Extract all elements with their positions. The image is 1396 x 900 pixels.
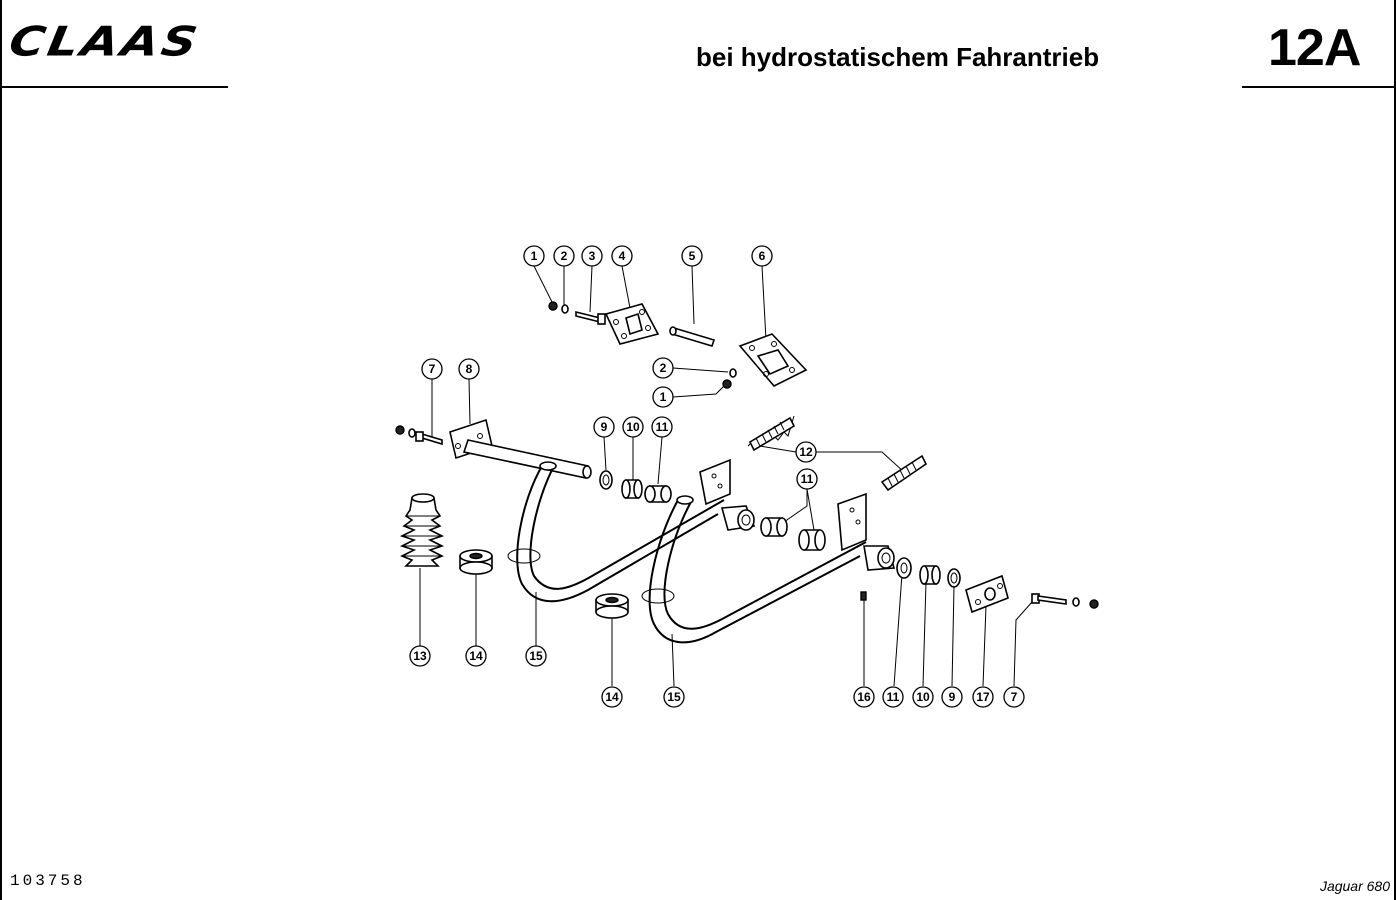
callout-7-right: 7 [1003, 686, 1025, 708]
spring-12-upper [747, 415, 796, 452]
callout-4: 4 [611, 245, 633, 267]
callout-9-right: 9 [941, 686, 963, 708]
callout-10-left: 10 [622, 416, 644, 438]
svg-text:15: 15 [667, 690, 681, 704]
callout-15-left: 15 [525, 645, 547, 667]
bushing-10-right [919, 565, 941, 585]
svg-text:10: 10 [626, 420, 640, 434]
svg-text:6: 6 [759, 249, 766, 263]
callout-2-mid: 2 [652, 357, 674, 379]
callout-13: 13 [409, 645, 431, 667]
callout-9-left: 9 [593, 416, 615, 438]
svg-text:11: 11 [801, 472, 814, 486]
svg-text:7: 7 [1011, 690, 1018, 704]
svg-text:14: 14 [605, 690, 619, 704]
callout-11-right: 11 [882, 686, 904, 708]
hex-nut-1-lower [722, 379, 732, 389]
page-code: 12A [1268, 19, 1361, 77]
bushing-11-right [896, 557, 912, 579]
hex-nut-1 [548, 301, 558, 311]
callout-7-left: 7 [421, 358, 443, 380]
svg-text:1: 1 [660, 390, 667, 404]
spring-12-lower [880, 454, 928, 492]
bolt-3 [575, 310, 606, 325]
svg-text:7: 7 [429, 362, 436, 376]
svg-text:2: 2 [561, 249, 568, 263]
callout-10-right: 10 [912, 686, 934, 708]
callout-17: 17 [972, 686, 994, 708]
rubber-pad-14-left [459, 549, 493, 575]
rubber-bellows-13 [399, 493, 445, 567]
bushing-11-left [644, 485, 672, 503]
svg-text:9: 9 [949, 690, 956, 704]
bracket-plate-6 [738, 333, 808, 387]
callout-1-mid: 1 [652, 386, 674, 408]
bushing-11-middle-b [798, 529, 826, 551]
svg-text:3: 3 [589, 249, 596, 263]
svg-text:4: 4 [619, 249, 626, 263]
callout-14-left: 14 [465, 645, 487, 667]
callout-2-top: 2 [553, 245, 575, 267]
svg-text:15: 15 [529, 649, 543, 663]
svg-text:11: 11 [656, 420, 669, 434]
svg-text:2: 2 [660, 361, 667, 375]
callout-5: 5 [681, 245, 703, 267]
svg-text:17: 17 [976, 690, 990, 704]
callout-14-right: 14 [601, 686, 623, 708]
callout-8: 8 [458, 358, 480, 380]
bushing-11-middle-a [760, 517, 788, 537]
svg-text:8: 8 [466, 362, 473, 376]
pedal-tube-15-left [507, 458, 756, 603]
bolt-7-left [415, 431, 443, 446]
rubber-pad-14-right [595, 593, 629, 619]
svg-text:9: 9 [601, 420, 608, 434]
svg-text:13: 13 [413, 649, 427, 663]
callout-11-left: 11 [651, 416, 673, 438]
callout-6: 6 [751, 245, 773, 267]
bushing-10-left [621, 479, 643, 499]
washer-2-lower [729, 368, 737, 378]
svg-text:16: 16 [857, 690, 871, 704]
seal-ring-9-right [947, 568, 961, 588]
pin-16 [860, 591, 867, 601]
shaft-left [462, 439, 592, 479]
pedal-tube-15-right [641, 492, 896, 644]
header-rule-left [2, 86, 228, 88]
callout-11-middle: 11 [796, 468, 818, 490]
svg-text:10: 10 [916, 690, 930, 704]
page-title: bei hydrostatischem Fahrantrieb [696, 42, 1100, 72]
bracket-plate-4 [604, 303, 660, 345]
document-number: 103758 [10, 872, 86, 890]
svg-text:14: 14 [469, 649, 483, 663]
callout-12: 12 [795, 441, 817, 463]
leader-lines [419, 265, 1033, 687]
hex-nut-7-left [395, 425, 416, 438]
machine-model: Jaguar 680 [1319, 878, 1390, 894]
washer-2 [561, 304, 569, 314]
seal-ring-9-left [599, 470, 613, 490]
mount-plate-17 [965, 574, 1009, 614]
callout-15-right: 15 [663, 686, 685, 708]
svg-text:1: 1 [531, 249, 538, 263]
header-rule-right [1242, 86, 1396, 88]
pin-5 [669, 326, 716, 347]
callout-16: 16 [853, 686, 875, 708]
svg-text:5: 5 [689, 249, 696, 263]
svg-text:12: 12 [799, 445, 813, 459]
bolt-7-right [1031, 593, 1099, 609]
svg-text:11: 11 [887, 690, 900, 704]
callout-1-top: 1 [523, 245, 545, 267]
callout-3: 3 [581, 245, 603, 267]
